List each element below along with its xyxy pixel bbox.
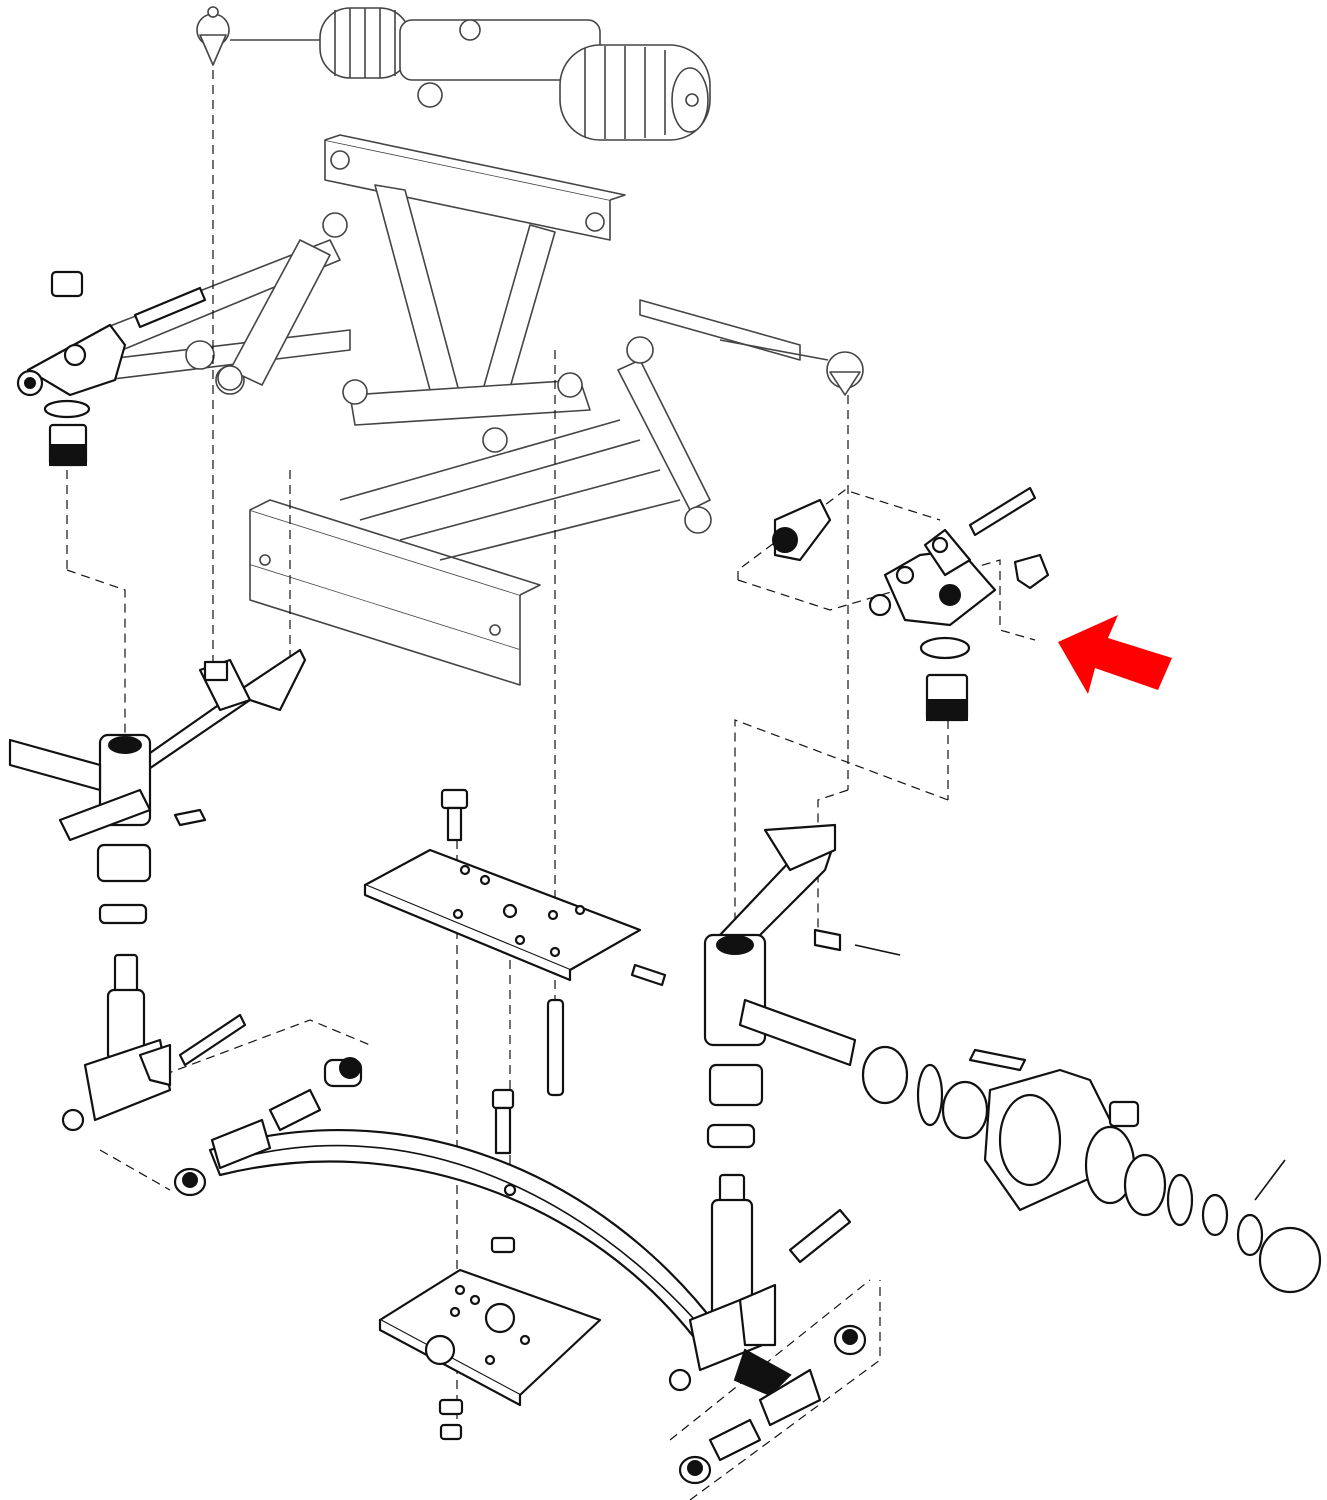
left-upper-joint <box>16 270 207 467</box>
steering-rack <box>196 6 711 141</box>
assembly-guide-lines <box>66 70 1036 1500</box>
wheel-hub-assembly <box>861 1045 1322 1294</box>
upper-control-arms <box>99 239 801 453</box>
center-mount-plate <box>363 788 642 1097</box>
right-spindle-lower <box>668 1173 867 1485</box>
leaf-spring <box>173 1057 722 1347</box>
left-spindle-lower <box>61 953 247 1132</box>
right-steering-knuckle <box>630 823 901 1149</box>
callout-arrow-icon <box>1058 615 1172 694</box>
tie-rod-end-right <box>719 339 864 396</box>
upper-arm-bracket <box>772 486 1050 722</box>
left-kingpin-arm <box>8 648 307 925</box>
chassis-frame <box>249 134 681 686</box>
shock-absorbers <box>217 212 712 534</box>
lower-mount-plate <box>378 1268 602 1441</box>
